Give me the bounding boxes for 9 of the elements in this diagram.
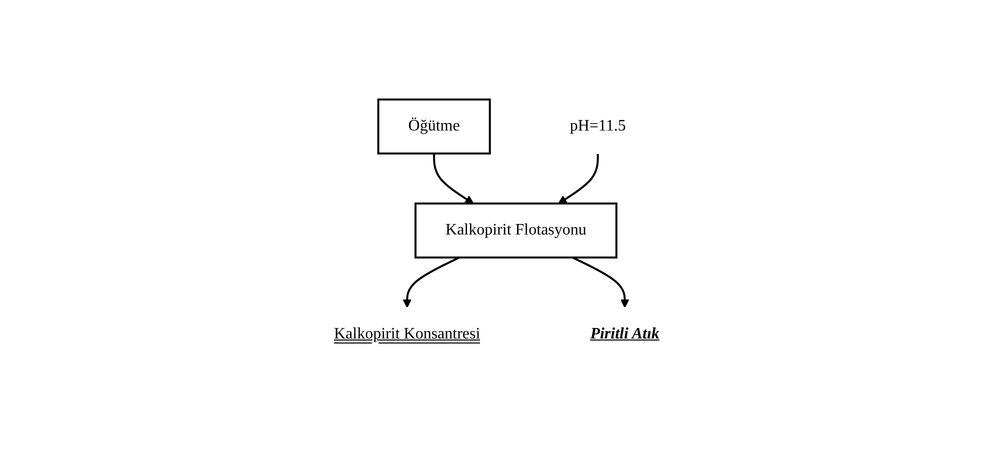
- arrow: [572, 256, 629, 308]
- arrow: [402, 256, 460, 308]
- node-text: Piritli Atık: [590, 326, 660, 342]
- arrow: [558, 154, 599, 204]
- node-text: Kalkopirit Konsantresi: [334, 326, 480, 342]
- node-box: Öğütme: [377, 98, 491, 154]
- arrow: [432, 154, 474, 204]
- node-text: pH=11.5: [570, 118, 626, 134]
- node-box: Kalkopirit Flotasyonu: [414, 202, 618, 258]
